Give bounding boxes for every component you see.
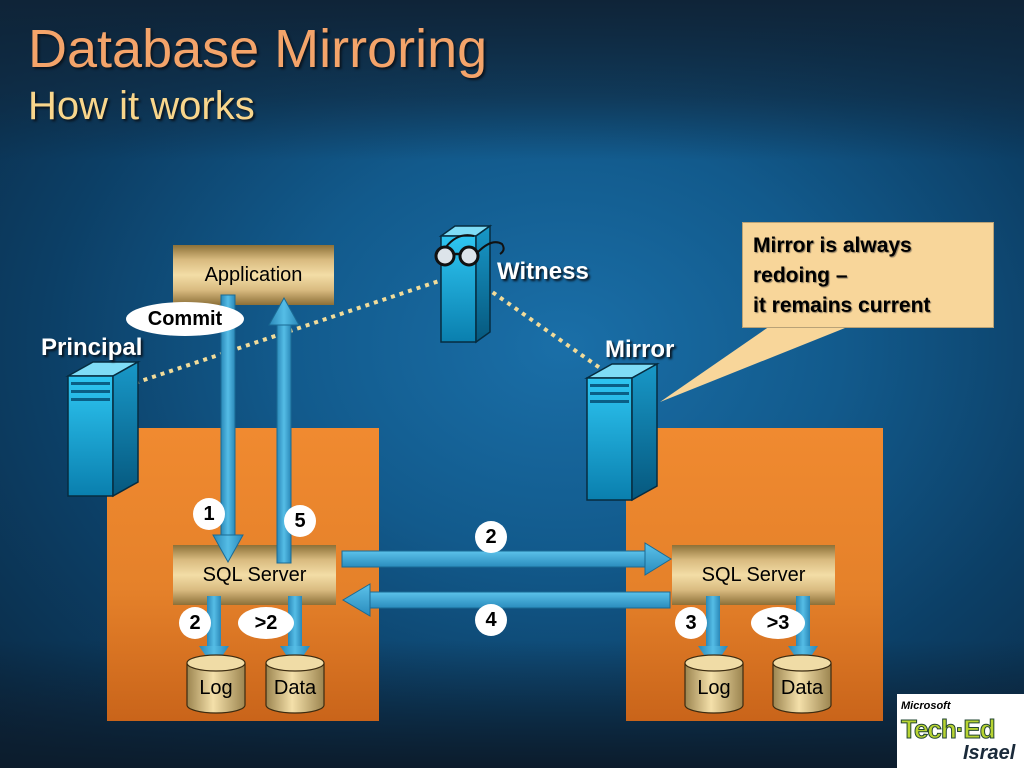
arrow-ack-left [342, 583, 671, 617]
left-data: Data [266, 657, 324, 715]
slide-subtitle: How it works [28, 84, 255, 128]
step-3-data-badge: >3 [751, 607, 805, 639]
arrow-ack-up [268, 296, 300, 564]
step-1-badge: 1 [193, 498, 225, 530]
right-log: Log [685, 657, 743, 715]
left-data-cylinder-icon [265, 654, 325, 714]
left-log: Log [187, 657, 245, 715]
right-log-label: Log [697, 677, 731, 699]
arrow-commit-down [212, 294, 244, 564]
right-data: Data [773, 657, 831, 715]
principal-label: Principal [41, 334, 143, 361]
right-data-cylinder-icon [772, 654, 832, 714]
teched-israel-logo: Microsoft Tech·Ed Israel [897, 694, 1024, 768]
step-3-log-badge: 3 [675, 607, 707, 639]
logo-vendor: Microsoft [901, 700, 951, 712]
callout-line-2: redoing – [753, 264, 848, 287]
witness-label: Witness [497, 258, 589, 285]
left-log-label: Log [199, 677, 233, 699]
right-log-cylinder-icon [684, 654, 744, 714]
mirror-sql-server-label: SQL Server [701, 563, 806, 586]
step-2-log-badge: 2 [179, 607, 211, 639]
step-5-badge: 5 [284, 505, 316, 537]
slide-title: Database Mirroring [28, 19, 488, 79]
arrow-send-log-right [341, 542, 672, 576]
application-label: Application [204, 263, 303, 286]
background-top [0, 0, 1024, 160]
commit-label: Commit [147, 307, 223, 330]
commit-bubble: Commit [126, 302, 244, 336]
logo-region: Israel [963, 742, 1016, 764]
step-2-data-badge: >2 [238, 607, 294, 639]
principal-server-icon [65, 360, 141, 498]
callout-box: Mirror is always redoing – it remains cu… [742, 222, 994, 328]
witness-mirror-link [476, 280, 602, 370]
callout-line-1: Mirror is always [753, 234, 912, 257]
mirror-sql-server-box: SQL Server [672, 545, 835, 605]
right-data-label: Data [780, 677, 824, 699]
mirror-server-icon [584, 362, 660, 502]
principal-sql-server-label: SQL Server [202, 563, 307, 586]
step-2-transfer-badge: 2 [475, 521, 507, 553]
step-4-transfer-badge: 4 [475, 604, 507, 636]
application-box: Application [173, 245, 334, 305]
principal-sql-server-box: SQL Server [173, 545, 336, 605]
left-log-cylinder-icon [186, 654, 246, 714]
logo-event: Tech·Ed [901, 714, 997, 745]
callout-line-3: it remains current [753, 294, 931, 317]
mirror-label: Mirror [605, 336, 675, 363]
left-data-label: Data [273, 677, 317, 699]
glasses-icon [434, 234, 505, 267]
